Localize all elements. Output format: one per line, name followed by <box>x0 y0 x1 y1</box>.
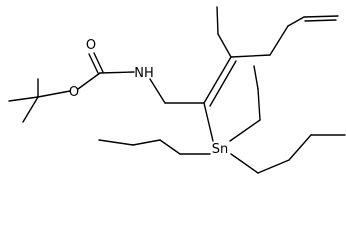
bond-lines <box>8 6 346 174</box>
bond-butyl3-3 <box>288 134 312 161</box>
bond-terminal-double-a <box>303 15 339 18</box>
bond-nh-to-ch2 <box>149 78 166 104</box>
ester-oxygen-label: O <box>69 85 79 100</box>
bond-carbonyl-carbon-to-nh <box>99 71 135 74</box>
bond-tbu-methyl-left <box>8 96 39 102</box>
bond-alkene-double-b <box>209 60 237 107</box>
bond-ethyl-ch3 <box>216 6 219 35</box>
bond-butyl3-1 <box>230 153 259 174</box>
chemical-structure-diagram: O O NH Sn <box>8 6 346 174</box>
bond-butyl3-2 <box>257 159 290 174</box>
bond-butyl2-4 <box>98 139 134 146</box>
bond-oxygen-to-carbonyl-carbon <box>77 72 101 90</box>
bond-alkene-double-a <box>203 56 232 104</box>
bond-tbu-methyl-bottom <box>22 96 39 123</box>
bond-butenyl-2 <box>269 25 289 56</box>
bond-butyl2-3 <box>132 139 161 146</box>
bond-butyl1-1 <box>229 119 261 142</box>
carbonyl-oxygen-label: O <box>86 38 96 53</box>
bond-carbonyl-double-a <box>88 53 99 74</box>
bond-tbu-to-oxygen <box>37 90 71 98</box>
tin-atom-label: Sn <box>212 142 229 157</box>
bond-butyl1-3 <box>253 65 259 90</box>
bond-alkene-carbon-to-tin <box>203 102 214 142</box>
bond-butenyl-3 <box>287 16 305 27</box>
bond-butyl2-2 <box>159 139 181 155</box>
bond-carbonyl-double-b <box>93 52 104 73</box>
bond-butyl1-2 <box>257 88 261 121</box>
bond-terminal-double-b <box>304 19 337 22</box>
amine-nitrogen-label: NH <box>134 66 154 81</box>
atom-labels: O O NH Sn <box>69 38 228 157</box>
bond-ethyl-ch2 <box>217 33 232 58</box>
bond-butenyl-1 <box>230 54 271 58</box>
